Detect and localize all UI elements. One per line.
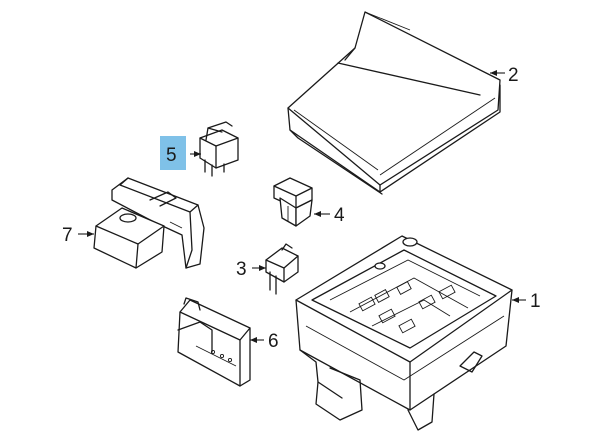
callout-label-1[interactable]: 1	[530, 291, 541, 312]
callout-5-highlight	[160, 136, 186, 170]
callout-label-3[interactable]: 3	[236, 259, 247, 280]
arrow-head-icon	[87, 231, 94, 237]
arrow-head-icon	[490, 70, 497, 76]
callout-leaders	[78, 70, 526, 343]
part-6-bracket[interactable]	[177, 297, 251, 387]
arrow-head-icon	[250, 337, 257, 343]
arrow-head-icon	[314, 211, 321, 217]
part-4-fuse[interactable]	[273, 177, 313, 227]
part-1-fuse-box[interactable]	[295, 235, 513, 431]
callout-label-7[interactable]: 7	[62, 225, 73, 246]
arrow-head-icon	[259, 265, 266, 271]
part-5-relay[interactable]	[199, 121, 239, 177]
part-3-mini-fuse[interactable]	[265, 243, 299, 295]
arrow-head-icon	[194, 151, 201, 157]
arrow-head-icon	[512, 297, 519, 303]
part-2-cover[interactable]	[287, 11, 501, 195]
callout-label-2[interactable]: 2	[508, 65, 519, 86]
callout-label-5[interactable]: 5	[166, 145, 177, 166]
part-7-cover-block[interactable]	[93, 177, 205, 269]
callout-label-4[interactable]: 4	[334, 205, 345, 226]
callout-label-6[interactable]: 6	[268, 331, 279, 352]
